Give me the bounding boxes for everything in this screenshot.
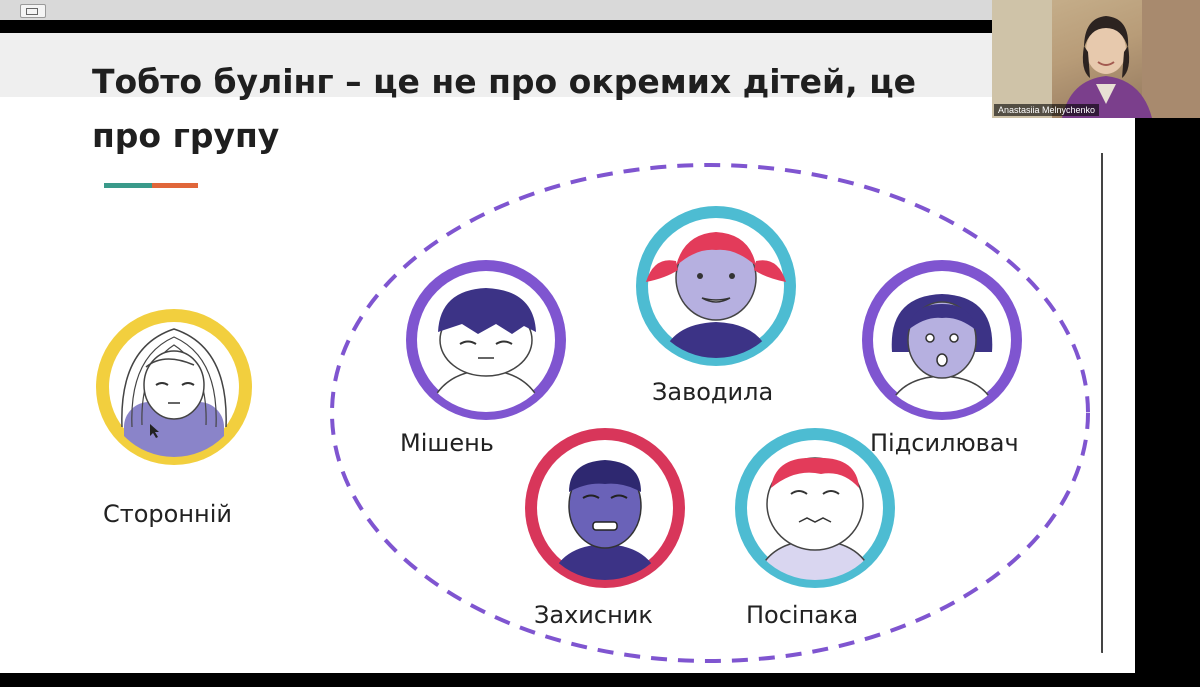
presentation-slide: Тобто булінг – це не про окремих дітей, … [0, 33, 1135, 673]
group-ellipse [330, 163, 1090, 663]
role-label-bystander: Сторонній [103, 500, 232, 528]
reinforcer-avatar [862, 260, 1022, 420]
mocker-avatar [735, 428, 895, 588]
role-label-mocker: Посіпака [746, 601, 859, 629]
view-options-icon[interactable] [20, 4, 46, 18]
role-label-reinforcer: Підсилювач [870, 429, 1019, 457]
title-accent-green [104, 183, 152, 188]
target-avatar [406, 260, 566, 420]
viewer-top-bar [0, 0, 1200, 20]
role-label-ringleader: Заводила [652, 378, 774, 406]
zoom-watermark: zoom [1030, 640, 1118, 678]
defender-avatar [525, 428, 685, 588]
role-label-target: Мішень [400, 429, 494, 457]
title-accent-orange [152, 183, 198, 188]
slide-divider-line [1101, 153, 1103, 653]
participant-name: Anastasiia Melnychenko [994, 104, 1100, 116]
cursor-icon [150, 424, 159, 438]
role-label-defender: Захисник [534, 601, 653, 629]
ringleader-avatar [636, 206, 796, 366]
title-band [0, 33, 1135, 97]
participant-video[interactable]: Anastasiia Melnychenko [992, 0, 1200, 118]
bystander-avatar [96, 309, 252, 465]
participant-video-frame [992, 0, 1200, 118]
slide-title: Тобто булінг – це не про окремих дітей, … [92, 62, 917, 155]
